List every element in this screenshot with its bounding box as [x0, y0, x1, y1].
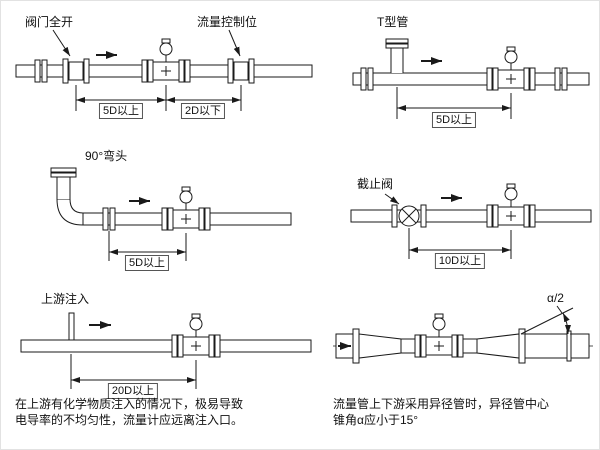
reducer-cone-icon [358, 333, 402, 359]
flow-meter-icon [414, 313, 464, 358]
panel-stop-valve-drawing [350, 183, 592, 259]
valve-open-label: 阀门全开 [25, 15, 74, 29]
cone-angle-label: α/2 [547, 291, 564, 305]
panel-t-pipe-drawing [352, 38, 590, 119]
elbow-label: 90°弯头 [85, 149, 128, 163]
leader-arrow [384, 193, 400, 205]
flow-meter-icon [486, 46, 536, 91]
flow-control-label: 流量控制位 [197, 15, 258, 29]
injection-caption-line2: 电导率的不均匀性，流量计应远离注入口。 [15, 413, 244, 427]
dim-20d-injection: 20D以上 [107, 383, 159, 399]
cone-angle-line [520, 307, 574, 335]
dim-5d-elbow: 5D以上 [124, 255, 170, 271]
stop-valve-label: 截止阀 [357, 177, 394, 191]
panel-injection-drawing [20, 312, 312, 389]
panel-valve-open-drawing [15, 29, 313, 111]
injection-tube-icon [68, 312, 75, 341]
stop-valve-icon [391, 204, 427, 228]
injection-caption-line1: 在上游有化学物质注入的情况下，极易导致 [15, 397, 244, 411]
dim-5d-valve: 5D以上 [98, 103, 144, 119]
pipe [20, 339, 312, 353]
elbow-icon [56, 198, 84, 226]
dim-5d-tpipe: 5D以上 [431, 112, 477, 128]
flow-meter-icon [171, 313, 221, 358]
dim-2d-valve: 2D以下 [180, 103, 226, 119]
reducer-caption-line2: 锥角α应小于15° [333, 413, 419, 427]
panel-reducer-drawing [333, 305, 593, 364]
pipe [350, 209, 592, 223]
branch-flange-icon [50, 167, 77, 173]
flange-icon [352, 328, 360, 364]
branch-flange-icon [385, 38, 409, 44]
leader-arrow [52, 29, 71, 57]
flow-meter-icon [486, 183, 536, 228]
pipe [352, 72, 590, 86]
control-valve-icon [227, 58, 255, 84]
dim-10d-stop-valve: 10D以上 [434, 253, 486, 269]
valve-icon [62, 58, 90, 84]
injection-label: 上游注入 [41, 292, 90, 306]
flow-meter-icon [141, 38, 191, 83]
t-pipe-label: T型管 [377, 15, 409, 29]
expander-cone-icon [476, 333, 520, 359]
angle-arc [562, 312, 571, 335]
panel-elbow-drawing [50, 167, 292, 261]
leader-arrow [228, 29, 241, 57]
flow-meter-icon [161, 186, 211, 231]
reducer-caption-line1: 流量管上下游采用异径管时，异径管中心 [333, 397, 550, 411]
